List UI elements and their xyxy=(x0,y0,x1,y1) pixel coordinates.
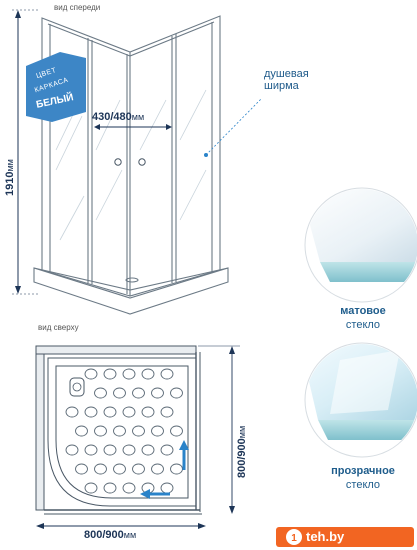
svg-text:1: 1 xyxy=(291,533,297,544)
anti-slip-dot xyxy=(141,368,155,380)
anti-slip-dots xyxy=(65,368,183,494)
logo-badge: 1 xyxy=(276,527,414,547)
anti-slip-dot xyxy=(122,482,136,494)
anti-slip-dot xyxy=(113,387,126,399)
matte-glass-title: матовое xyxy=(340,305,386,317)
width-dimension-label: 800/900мм xyxy=(84,529,137,541)
front-view-label: вид спереди xyxy=(54,3,101,12)
glass-reflections xyxy=(55,89,207,241)
anti-slip-dot xyxy=(75,463,88,475)
door-width-label: 430/480мм xyxy=(92,111,145,123)
anti-slip-dot xyxy=(65,406,79,418)
anti-slip-dot xyxy=(84,482,98,494)
anti-slip-dot xyxy=(141,406,155,418)
anti-slip-dot xyxy=(94,463,107,475)
anti-slip-dot xyxy=(113,425,126,437)
matte-glass-subtitle: стекло xyxy=(345,319,381,331)
anti-slip-dot xyxy=(151,425,164,437)
anti-slip-dot xyxy=(132,463,145,475)
drain xyxy=(69,377,85,397)
height-dimension-line xyxy=(12,9,40,295)
clear-glass-title: прозрачное xyxy=(331,465,395,477)
anti-slip-dot xyxy=(151,463,164,475)
door-width-dimension-line xyxy=(94,124,172,130)
frame-color-badge-shape xyxy=(26,52,86,122)
anti-slip-dot xyxy=(103,368,117,380)
anti-slip-dot xyxy=(65,444,79,456)
anti-slip-dot xyxy=(122,406,136,418)
anti-slip-dot xyxy=(160,368,174,380)
depth-dimension-label: 800/900мм xyxy=(236,425,248,478)
anti-slip-dot xyxy=(122,368,136,380)
anti-slip-dot xyxy=(103,482,117,494)
anti-slip-dot xyxy=(170,425,183,437)
anti-slip-dot xyxy=(103,406,117,418)
matte-glass-sample xyxy=(304,187,417,303)
anti-slip-dot xyxy=(84,406,98,418)
callout-label: душевая ширма xyxy=(264,68,309,92)
anti-slip-dot xyxy=(170,387,183,399)
anti-slip-dot xyxy=(141,444,155,456)
anti-slip-dot xyxy=(84,444,98,456)
callout-leader xyxy=(204,97,263,157)
anti-slip-dot xyxy=(170,463,183,475)
anti-slip-dot xyxy=(113,463,126,475)
anti-slip-dot xyxy=(122,444,136,456)
anti-slip-dot xyxy=(94,425,107,437)
anti-slip-dot xyxy=(103,444,117,456)
anti-slip-dot xyxy=(94,387,107,399)
site-logo: teh.by xyxy=(306,529,345,544)
anti-slip-dot xyxy=(132,387,145,399)
clear-glass-subtitle: стекло xyxy=(345,479,381,491)
door-slide-arrows xyxy=(140,440,189,499)
depth-dimension-line xyxy=(198,345,240,514)
anti-slip-dot xyxy=(160,406,174,418)
anti-slip-dot xyxy=(160,482,174,494)
height-dimension-label: 1910мм xyxy=(4,159,16,196)
width-dimension-line xyxy=(36,523,206,529)
door-handles xyxy=(114,158,146,166)
anti-slip-dot xyxy=(84,368,98,380)
top-view-label: вид сверху xyxy=(38,323,79,332)
anti-slip-dot xyxy=(132,425,145,437)
shower-enclosure-front xyxy=(33,15,229,315)
anti-slip-dot xyxy=(160,444,174,456)
anti-slip-dot xyxy=(151,387,164,399)
clear-glass-sample xyxy=(304,342,417,458)
anti-slip-dot xyxy=(75,425,88,437)
